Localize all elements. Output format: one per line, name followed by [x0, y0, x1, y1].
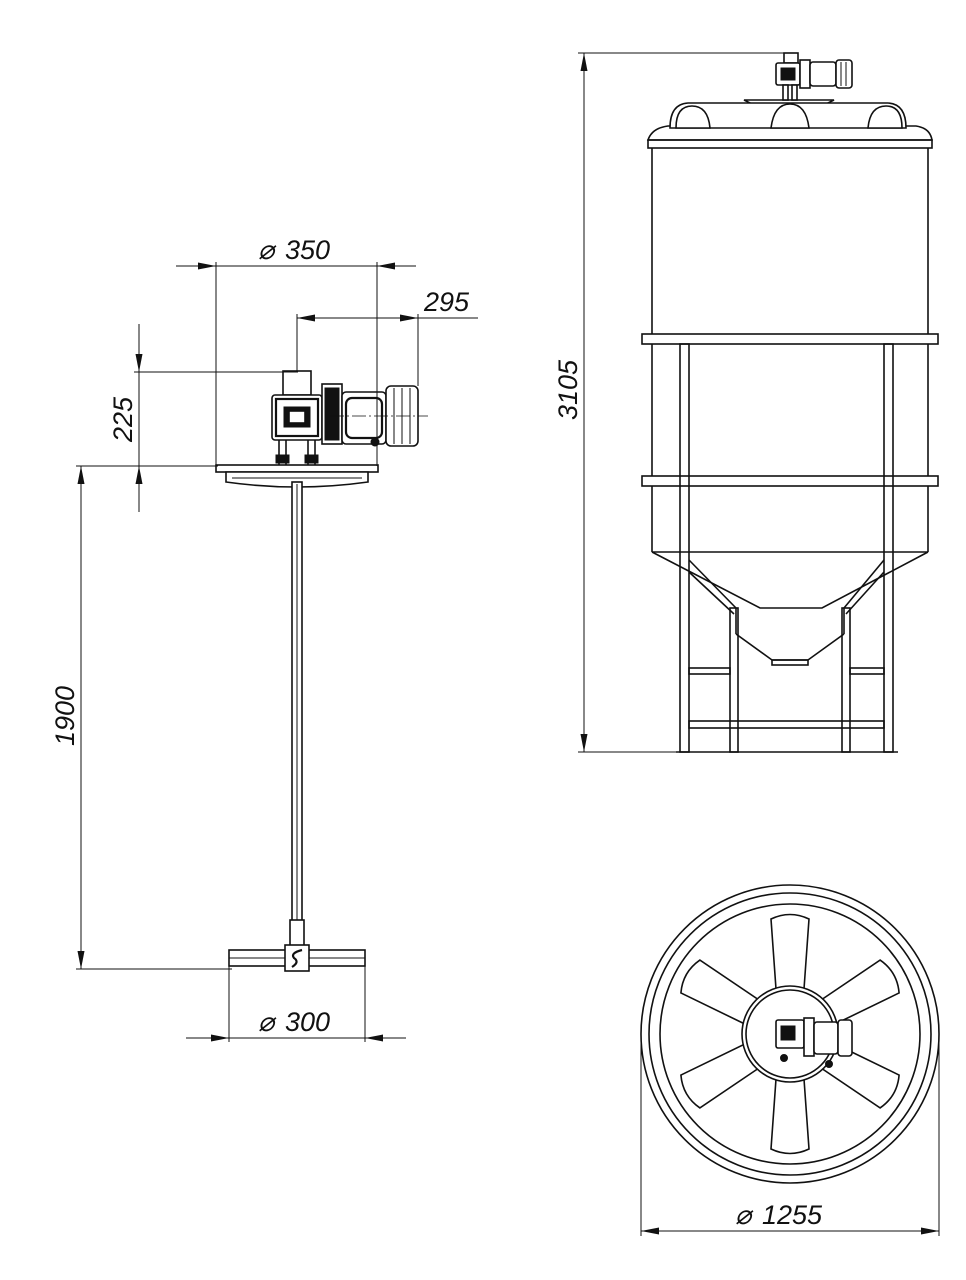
- dim-disc-diameter-label: 350: [285, 235, 330, 265]
- dimension-shaft-length: 1900: [50, 466, 232, 970]
- agitator-shaft: [289, 481, 305, 949]
- diameter-symbol: ⌀: [258, 235, 277, 265]
- dimension-tank-diameter: ⌀ 1255: [640, 1036, 940, 1236]
- tank-side-view: 3105: [553, 52, 939, 753]
- top-hub: [741, 985, 853, 1083]
- tank-body: [641, 139, 939, 666]
- blade: [770, 1078, 810, 1155]
- blade: [820, 1043, 900, 1109]
- blade: [820, 959, 900, 1025]
- dimension-impeller-diameter: ⌀ 300: [186, 966, 406, 1042]
- impeller: [228, 944, 366, 972]
- diameter-symbol: ⌀: [735, 1200, 754, 1230]
- dimension-drive-overhang: 295: [296, 287, 478, 386]
- dim-drive-height-label: 225: [108, 396, 138, 443]
- tank-top-drive: [743, 52, 853, 107]
- mixer-blades: [680, 913, 900, 1155]
- dimension-disc-diameter: ⌀ 350: [176, 235, 416, 466]
- dimension-drive-height: 225: [76, 324, 298, 512]
- dim-impeller-diameter-label: 300: [285, 1007, 330, 1037]
- blade: [770, 913, 810, 990]
- diameter-symbol: ⌀: [258, 1007, 277, 1037]
- tank-top-view: ⌀ 1255: [640, 884, 940, 1236]
- dim-total-height-label: 3105: [553, 359, 583, 420]
- blade: [680, 1043, 760, 1109]
- gear-motor: [271, 370, 428, 465]
- support-frame: [676, 343, 898, 753]
- dimension-total-height: 3105: [553, 52, 786, 753]
- dim-drive-overhang-label: 295: [423, 287, 470, 317]
- dim-tank-diameter-label: 1255: [762, 1200, 823, 1230]
- agitator-side-view: ⌀ 350 295 225 1900: [50, 235, 478, 1042]
- tank-lid: [646, 102, 933, 141]
- mounting-disc: [215, 464, 379, 488]
- dim-shaft-length-label: 1900: [50, 686, 80, 746]
- blade: [680, 959, 760, 1025]
